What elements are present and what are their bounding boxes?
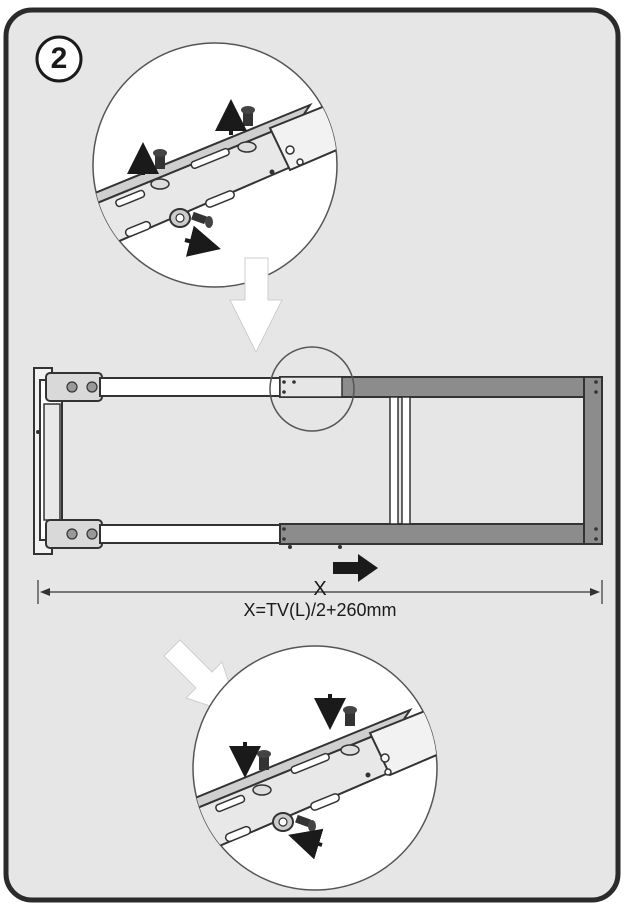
top-zoom-detail [92,42,338,288]
dimension-label: X [313,578,327,600]
screw-icon [257,750,271,770]
arrow-icon [184,225,221,257]
arrow-icon [288,828,324,860]
arm-assembly [33,346,603,555]
screw-icon [343,706,357,726]
screw-icon [241,106,255,126]
step-number: 2 [50,42,68,75]
slide-arrow-icon [333,554,378,582]
screw-icon [191,211,213,228]
screw-icon [153,149,167,169]
dimension-line [37,580,603,604]
bottom-zoom-detail [192,645,438,891]
step-badge [35,35,83,83]
dimension-formula: X=TV(L)/2+260mm [243,600,397,620]
down-arrow-icon [229,257,283,354]
